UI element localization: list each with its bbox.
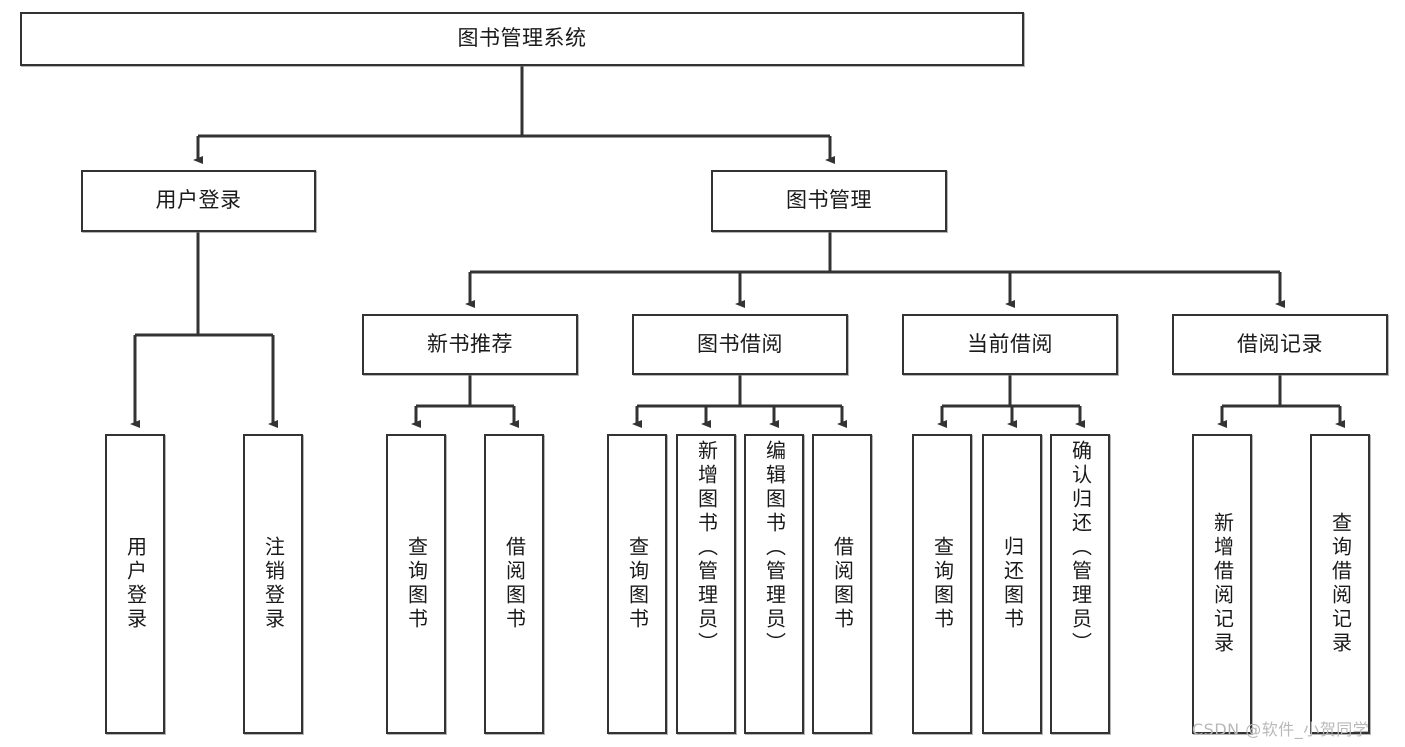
- node-book-borrow[interactable]: 图书借阅: [632, 314, 848, 375]
- node-leaf-logout-login-label: 注销登录: [261, 536, 286, 632]
- node-leaf-edit-book-admin[interactable]: 编辑图书（管理员）: [744, 434, 804, 734]
- node-user-login-label: 用户登录: [155, 188, 242, 213]
- node-leaf-borrow-book-2[interactable]: 借阅图书: [812, 434, 872, 734]
- node-leaf-query-borrow-record[interactable]: 查询借阅记录: [1310, 434, 1370, 734]
- node-leaf-query-book-2[interactable]: 查询图书: [607, 434, 667, 734]
- node-borrow-record-label: 借阅记录: [1237, 331, 1323, 356]
- node-leaf-user-login[interactable]: 用户登录: [105, 434, 165, 734]
- node-book-manage[interactable]: 图书管理: [711, 170, 947, 232]
- node-leaf-query-book-1-label: 查询图书: [404, 536, 429, 632]
- node-current-borrow-label: 当前借阅: [967, 331, 1053, 356]
- node-borrow-record[interactable]: 借阅记录: [1172, 314, 1388, 375]
- node-leaf-add-book-admin[interactable]: 新增图书（管理员）: [676, 434, 736, 734]
- node-leaf-query-book-3-label: 查询图书: [930, 536, 955, 632]
- node-leaf-confirm-return-admin-label: 确认归还（管理员）: [1068, 440, 1093, 656]
- node-leaf-query-borrow-record-label: 查询借阅记录: [1328, 512, 1353, 656]
- node-leaf-query-book-2-label: 查询图书: [625, 536, 650, 632]
- node-leaf-add-borrow-record[interactable]: 新增借阅记录: [1192, 434, 1252, 734]
- node-leaf-return-book[interactable]: 归还图书: [982, 434, 1042, 734]
- node-new-book-recommend-label: 新书推荐: [427, 331, 513, 356]
- node-leaf-edit-book-admin-label: 编辑图书（管理员）: [762, 440, 787, 656]
- watermark-text: CSDN @软件_小贺同学: [1192, 720, 1370, 739]
- node-new-book-recommend[interactable]: 新书推荐: [362, 314, 578, 375]
- node-leaf-add-borrow-record-label: 新增借阅记录: [1210, 512, 1235, 656]
- node-leaf-borrow-book-2-label: 借阅图书: [830, 536, 855, 632]
- node-current-borrow[interactable]: 当前借阅: [902, 314, 1118, 375]
- node-leaf-query-book-3[interactable]: 查询图书: [912, 434, 972, 734]
- node-leaf-borrow-book-1-label: 借阅图书: [502, 536, 527, 632]
- node-leaf-confirm-return-admin[interactable]: 确认归还（管理员）: [1050, 434, 1110, 734]
- node-root[interactable]: 图书管理系统: [20, 12, 1024, 66]
- node-book-manage-label: 图书管理: [786, 188, 872, 213]
- node-leaf-borrow-book-1[interactable]: 借阅图书: [484, 434, 544, 734]
- node-root-label: 图书管理系统: [457, 26, 587, 51]
- node-leaf-query-book-1[interactable]: 查询图书: [386, 434, 446, 734]
- node-user-login[interactable]: 用户登录: [81, 170, 316, 232]
- node-leaf-user-login-label: 用户登录: [123, 536, 148, 632]
- node-leaf-logout-login[interactable]: 注销登录: [243, 434, 303, 734]
- node-leaf-return-book-label: 归还图书: [1000, 536, 1025, 632]
- node-leaf-add-book-admin-label: 新增图书（管理员）: [694, 440, 719, 656]
- node-book-borrow-label: 图书借阅: [697, 331, 783, 356]
